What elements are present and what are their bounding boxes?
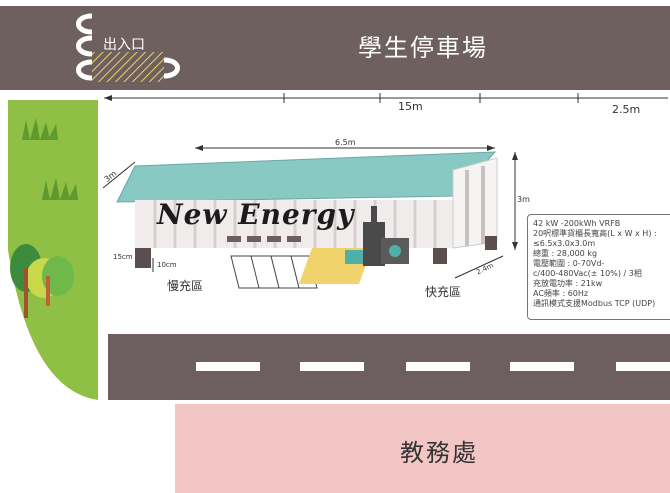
office-label: 教務處 [400, 439, 478, 467]
spec-line: c/400-480Vac(± 10%) / 3相 [533, 269, 642, 278]
road [108, 334, 670, 400]
lane-markings [196, 362, 670, 371]
tree-icon [10, 244, 74, 318]
parking-lot-label: 學生停車場 [358, 34, 488, 62]
lot-dimension-line [104, 93, 668, 103]
entrance-curve-3 [76, 59, 93, 81]
container-brand: New Energy [157, 198, 355, 231]
grass-tuft-1 [22, 118, 58, 140]
entrance-sign [76, 13, 180, 82]
container-length-label: 6.5m [335, 138, 356, 147]
container-roof [116, 151, 497, 203]
container-diagram [102, 145, 518, 289]
spec-line: AC頻率 : 60Hz [533, 289, 589, 298]
fast-charger-icon [298, 206, 409, 284]
spec-line: 42 kW -200kWh VRFB [533, 219, 621, 228]
entrance-curve-1 [76, 13, 93, 35]
fast-charge-label: 快充區 [425, 285, 462, 299]
entrance-curve-2 [76, 35, 93, 57]
entrance-hatch [92, 52, 164, 82]
spec-line: 20呎標準貨櫃長寬高(L x W x H) : [533, 229, 657, 238]
spec-box: 42 kW -200kWh VRFB 20呎標準貨櫃長寬高(L x W x H)… [527, 214, 670, 320]
spec-line: 通訊模式支援Modbus TCP (UDP) [533, 299, 656, 308]
lot-width-label: 15m [398, 100, 423, 113]
grass-strip [8, 100, 98, 400]
spec-line: ≤6.5x3.0x3.0m [533, 239, 596, 248]
grass-tuft-2 [42, 178, 78, 200]
spec-line: 充放電功率 : 21kw [533, 279, 603, 288]
container-height-label: 3m [517, 195, 530, 204]
spec-line: 總重 : 28,000 kg [533, 249, 598, 258]
entrance-label: 出入口 [103, 37, 145, 53]
side-gap-label: 2.5m [612, 103, 641, 116]
entrance-curve-4 [163, 57, 180, 79]
office-building [175, 404, 670, 493]
foot-height-label: 15cm [113, 253, 133, 261]
container-end [452, 157, 498, 249]
spec-line: 電壓範圍 : 0-70Vd- [533, 259, 605, 268]
foot-gap-label: 10cm [157, 261, 177, 269]
slow-charge-label: 慢充區 [167, 279, 204, 293]
